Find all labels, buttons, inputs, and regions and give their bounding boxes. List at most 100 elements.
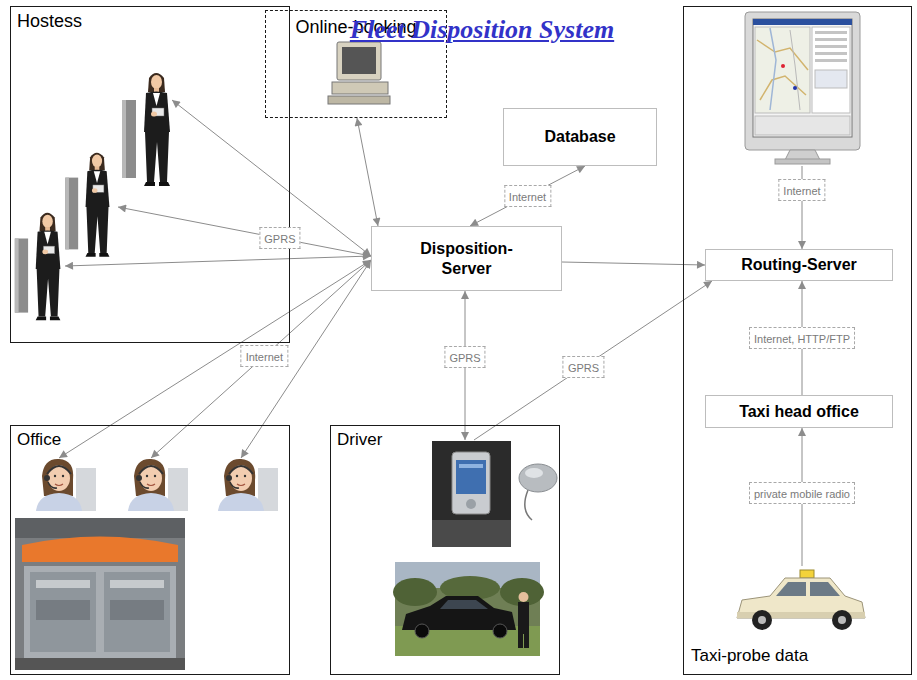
monitor-map <box>775 159 830 164</box>
link-tag: GPRS <box>563 356 604 378</box>
monitor-map <box>745 12 860 150</box>
monitor-map <box>755 116 850 135</box>
counter-photo <box>15 518 185 670</box>
monitor-map <box>790 30 800 110</box>
car-photo <box>500 578 544 606</box>
link-tag: GPRS <box>259 227 300 249</box>
counter-photo <box>110 580 164 588</box>
computer-icon <box>332 82 388 94</box>
monitor-map <box>760 76 806 100</box>
office-agents <box>212 456 278 511</box>
monitor-map <box>753 19 852 25</box>
gps-receiver <box>519 464 557 492</box>
car-photo <box>415 624 429 638</box>
counter-photo <box>36 600 90 620</box>
counter-photo <box>36 580 90 588</box>
computer-icon <box>337 42 381 80</box>
monitor-map <box>815 52 847 55</box>
car-photo <box>518 602 529 634</box>
connector <box>59 260 371 458</box>
actor-group: Driver <box>330 425 560 675</box>
box-label: Taxi head office <box>739 402 859 421</box>
monitor-map <box>812 27 850 113</box>
diagram-title: Fleet Disposition System <box>350 15 614 44</box>
office-agents <box>30 456 278 511</box>
storage-box: Database <box>503 108 657 166</box>
hostess-figures <box>122 73 170 186</box>
actor-group: Office <box>10 425 290 675</box>
hostess-figures <box>65 153 109 257</box>
link-label: Internet <box>783 185 820 197</box>
counter-photo <box>15 518 185 670</box>
monitor-map <box>815 38 847 41</box>
monitor-map <box>770 28 776 110</box>
link-lines <box>802 166 803 566</box>
computer-icon <box>328 42 390 104</box>
counter-photo <box>110 600 164 620</box>
connector <box>151 260 371 458</box>
counter-photo <box>30 572 96 652</box>
title-holder: Fleet Disposition System <box>350 14 614 45</box>
counter-photo <box>104 572 170 652</box>
link-tag: Internet <box>504 185 551 207</box>
link-tag: GPRS <box>444 346 485 368</box>
gps-receiver <box>525 468 543 478</box>
connector <box>470 166 585 226</box>
car-photo <box>393 562 544 656</box>
box-label: Disposition- Server <box>411 239 523 277</box>
monitor-map <box>755 27 810 113</box>
monitor-map <box>753 19 852 137</box>
link-tag: Internet <box>241 345 288 367</box>
connector <box>65 256 371 266</box>
connector <box>357 118 378 226</box>
monitor-map <box>757 40 808 70</box>
monitor-map <box>815 59 847 62</box>
group-heading: Driver <box>337 430 382 450</box>
taxi-car <box>758 616 766 624</box>
car-photo <box>519 592 529 602</box>
car-photo <box>524 634 529 648</box>
edge-label: GPRS <box>568 362 599 374</box>
device-photo <box>456 460 486 494</box>
device-photo <box>452 452 490 514</box>
taxi-car <box>776 582 806 596</box>
connector <box>172 100 371 256</box>
counter-photo <box>15 518 185 538</box>
actor-group: Hostess <box>10 6 290 343</box>
monitor-map <box>815 31 847 34</box>
edge-label: Internet <box>246 351 283 363</box>
server-box: Disposition- Server <box>371 226 562 291</box>
car-photo <box>393 578 437 606</box>
car-photo <box>493 624 507 638</box>
edge-label: GPRS <box>449 352 480 364</box>
group-heading: Taxi-probe data <box>691 646 808 666</box>
counter-photo <box>24 566 176 658</box>
box-label: Database <box>544 127 615 146</box>
device-photo <box>432 441 511 547</box>
car-photo <box>395 562 540 656</box>
office-agents <box>30 456 96 511</box>
group-heading: Hostess <box>17 11 82 33</box>
computer-icon <box>342 47 376 74</box>
taxi-car <box>737 570 865 630</box>
hostess-figures <box>15 73 170 320</box>
box-label: Routing-Server <box>741 255 857 274</box>
device-photo <box>466 499 476 509</box>
office-agents <box>122 456 188 511</box>
link-label: private mobile radio <box>754 488 850 500</box>
edge-label: Internet, HTTP/FTP <box>754 333 850 345</box>
group-heading: Office <box>17 430 61 450</box>
car-photo <box>518 634 523 648</box>
connector <box>118 207 371 256</box>
device-photo <box>432 441 511 547</box>
counter-photo <box>15 658 185 670</box>
edge-label: Internet <box>509 191 546 203</box>
taxi-car <box>752 610 772 630</box>
monitor-map <box>745 12 860 164</box>
taxi-car <box>832 610 852 630</box>
device-photo <box>432 520 511 547</box>
counter-photo <box>22 537 178 563</box>
edge-label: GPRS <box>264 233 295 245</box>
monitor-map <box>793 86 797 90</box>
